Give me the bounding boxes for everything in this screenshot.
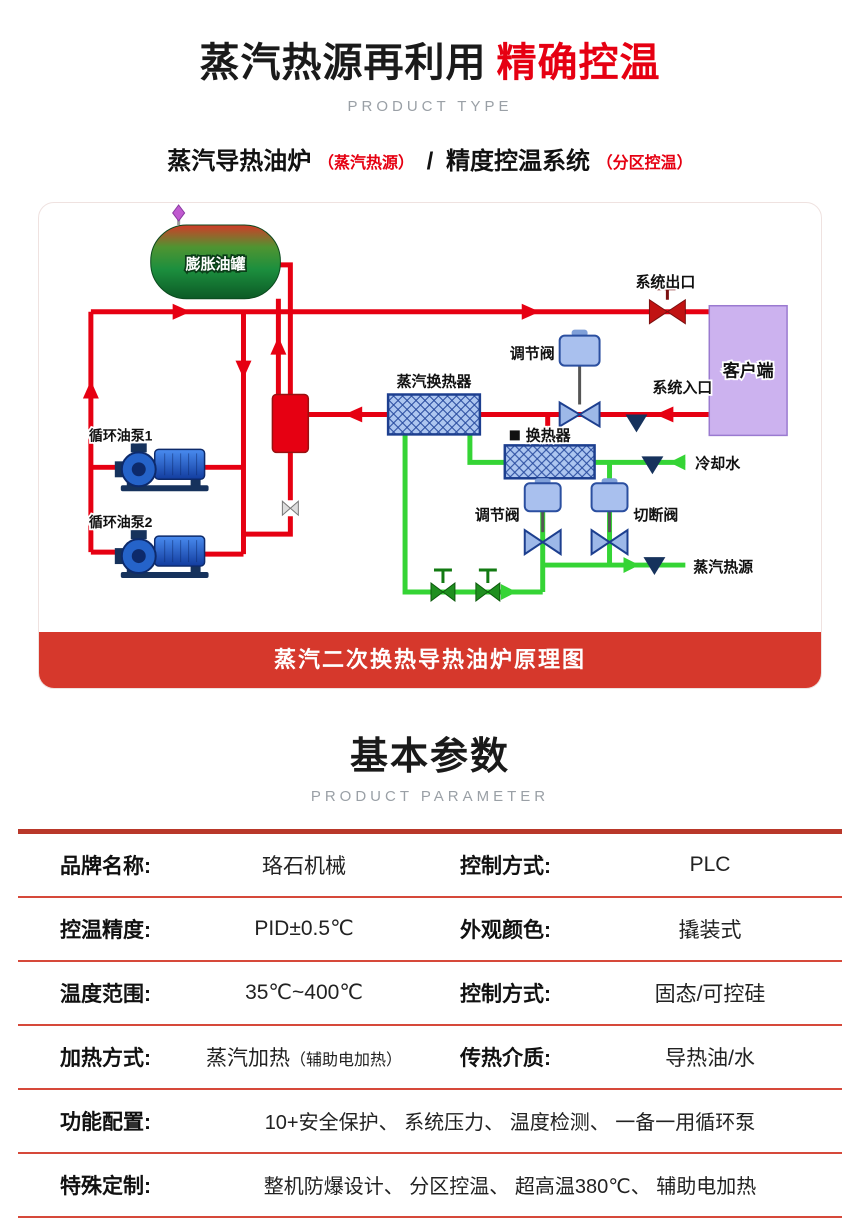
regulating-valve-top-label: 调节阀: [510, 345, 555, 363]
steam-exchanger-label: 蒸汽换热器: [397, 373, 473, 391]
system-outlet-valve-icon: [648, 287, 686, 325]
cutoff-valve-icon: [590, 478, 629, 556]
heat-exchanger-label: 换热器: [526, 426, 572, 444]
parameters-section-header: 基本参数 PRODUCT PARAMETER: [0, 725, 860, 805]
product-line-part1-note: （蒸汽热源）: [317, 155, 414, 172]
product-type-subtitle: PRODUCT TYPE: [347, 98, 513, 115]
param-value-main: 蒸汽加热: [205, 1046, 290, 1070]
oil-buffer-vessel: [271, 393, 310, 454]
param-label: 控制方式:: [460, 854, 551, 878]
param-value: 导热油/水: [665, 1046, 755, 1070]
param-label: 功能配置:: [60, 1110, 151, 1134]
param-label: 控温精度:: [60, 918, 151, 942]
parameters-title: 基本参数: [349, 735, 510, 778]
page-title: 蒸汽热源再利用精确控温: [0, 30, 860, 88]
cooling-water-label: 冷却水: [695, 454, 741, 472]
table-row: 温度范围: 35℃~400℃ 控制方式: 固态/可控硅: [18, 962, 842, 1026]
param-label: 品牌名称:: [60, 854, 151, 878]
product-line-separator: /: [426, 148, 434, 175]
green-flow-arrows: [500, 454, 686, 600]
param-value: 固态/可控硅: [654, 982, 766, 1006]
param-value: 10+安全保护、 系统压力、 温度检测、 一备一用循环泵: [264, 1112, 756, 1135]
pump2-label: 循环油泵2: [89, 514, 153, 530]
parameters-subtitle: PRODUCT PARAMETER: [310, 787, 550, 805]
table-row: 特殊定制: 整机防爆设计、 分区控温、 超高温380℃、 辅助电加热: [18, 1154, 842, 1218]
product-line-part1: 蒸汽导热油炉: [167, 148, 312, 175]
steam-exchanger: 蒸汽换热器: [386, 371, 482, 436]
param-label: 加热方式:: [60, 1046, 151, 1070]
param-value-note: （辅助电加热）: [289, 1051, 402, 1069]
param-value: 35℃~400℃: [245, 981, 363, 1005]
table-row: 品牌名称: 珞石机械 控制方式: PLC: [18, 834, 842, 898]
heat-exchanger-bullet-icon: [509, 430, 520, 441]
table-row: 加热方式: 蒸汽加热（辅助电加热） 传热介质: 导热油/水: [18, 1026, 842, 1090]
product-line-part2-note: （分区控温）: [596, 155, 693, 172]
system-inlet-label: 系统入口: [652, 379, 712, 397]
steam-gate-valves: [430, 568, 501, 602]
circulating-pump-1: [113, 442, 210, 493]
cutoff-valve-label: 切断阀: [633, 506, 678, 524]
expansion-tank: 膨胀油罐: [150, 204, 281, 300]
heat-exchanger: 换热器: [503, 425, 596, 480]
expansion-tank-label: 膨胀油罐: [186, 255, 246, 273]
regulating-valve-top-icon: [558, 329, 601, 429]
param-value: 珞石机械: [262, 854, 346, 878]
circulating-pump-2: [113, 529, 210, 580]
param-label: 控制方式:: [460, 982, 551, 1006]
system-outlet-label: 系统出口: [635, 273, 695, 291]
param-label: 特殊定制:: [60, 1174, 151, 1198]
page-title-black: 蒸汽热源再利用: [199, 41, 487, 85]
drain-valve-icon: [281, 500, 299, 517]
steam-source-label: 蒸汽热源: [693, 558, 753, 576]
regulating-valve-bottom-icon: [523, 478, 562, 556]
diagram-caption: 蒸汽二次换热导热油炉原理图: [39, 631, 821, 688]
red-flow-arrows: [82, 303, 674, 423]
client-box: 客户端: [708, 304, 788, 437]
param-value: 撬装式: [678, 918, 742, 942]
param-value: 蒸汽加热（辅助电加热）: [190, 1042, 430, 1072]
table-row: 控温精度: PID±0.5℃ 外观颜色: 撬装式: [18, 898, 842, 962]
tank-vent-valve-icon: [172, 204, 186, 222]
param-value: PID±0.5℃: [254, 917, 354, 941]
client-label: 客户端: [722, 361, 774, 381]
pump1-label: 循环油泵1: [89, 427, 153, 443]
parameters-table: 品牌名称: 珞石机械 控制方式: PLC 控温精度: PID±0.5℃ 外观颜色…: [18, 828, 842, 1218]
strainer-filters: [625, 414, 666, 576]
param-label: 外观颜色:: [460, 918, 551, 942]
param-label: 温度范围:: [60, 982, 151, 1006]
schematic-diagram: 膨胀油罐 系统出口 客户端 调节阀 系统入口: [82, 204, 788, 602]
param-label: 传热介质:: [460, 1046, 551, 1070]
product-line: 蒸汽导热油炉 （蒸汽热源） / 精度控温系统 （分区控温）: [0, 141, 860, 176]
table-row: 功能配置: 10+安全保护、 系统压力、 温度检测、 一备一用循环泵: [18, 1090, 842, 1154]
regulating-valve-bottom-label: 调节阀: [475, 506, 520, 524]
product-line-part2: 精度控温系统: [446, 148, 590, 175]
page-header: 蒸汽热源再利用精确控温 PRODUCT TYPE 蒸汽导热油炉 （蒸汽热源） /…: [0, 0, 860, 176]
param-value: PLC: [689, 852, 731, 876]
page-title-red: 精确控温: [496, 41, 661, 85]
schematic-panel: 膨胀油罐 系统出口 客户端 调节阀 系统入口: [38, 202, 822, 689]
param-value: 整机防爆设计、 分区控温、 超高温380℃、 辅助电加热: [263, 1176, 757, 1199]
